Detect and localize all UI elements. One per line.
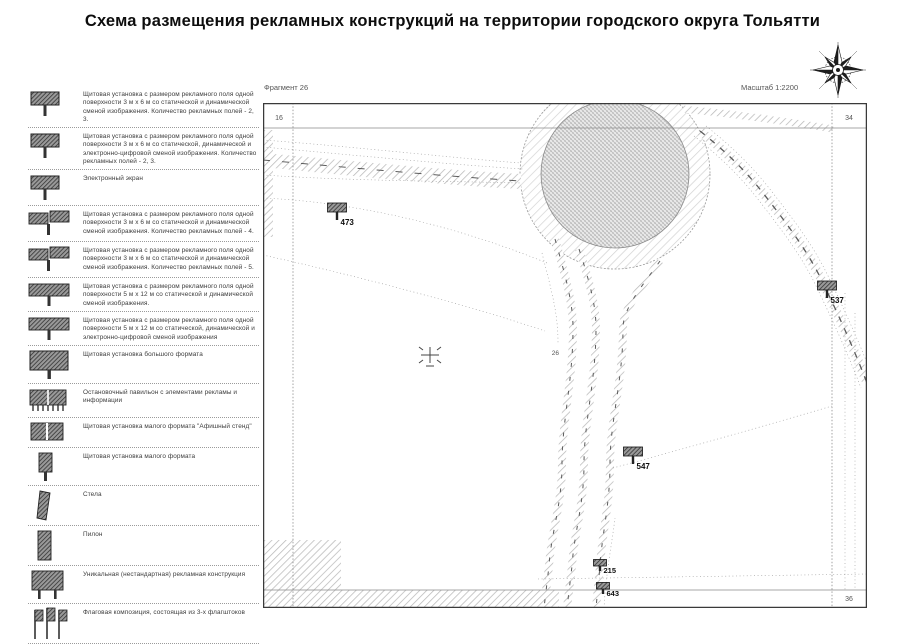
road-markings-layer [262,130,868,609]
afisha-stand-icon [28,421,76,445]
billboard-marker-icon [817,280,837,291]
marker-label: 537 [831,296,845,305]
grid-label-bottom-right: 36 [845,596,853,603]
billboard-wide-icon [28,281,76,309]
legend-item-label: Щитовая установка с размером рекламного … [83,316,255,341]
legend-item: Пилон [28,526,259,566]
legend-item-label: Остановочный павильон с элементами рекла… [83,388,238,405]
legend-item-label: Щитовая установка малого формата "Афишны… [83,422,252,430]
billboard-icon [28,89,76,119]
stela-icon [28,489,76,523]
legend-item-label: Пилон [83,530,103,538]
road-number-label: 26 [552,350,560,357]
legend-item: Уникальная (нестандартная) рекламная кон… [28,566,259,604]
legend-item: Стела [28,486,259,526]
legend-item-label: Щитовая установка большого формата [83,350,203,358]
map-marker-547[interactable]: 547 [623,446,651,471]
compass-rose-icon [810,42,866,98]
marker-stem [598,566,602,571]
page-title: Схема размещения рекламных конструкций н… [84,12,821,30]
marker-label: 215 [604,566,617,575]
small-billboard-icon [28,451,76,483]
billboard-wide-icon [28,315,76,343]
legend: Щитовая установка с размером рекламного … [28,86,259,644]
legend-item-label: Щитовая установка с размером рекламного … [83,246,254,271]
legend-item: Щитовая установка малого формата [28,448,259,486]
legend-item: Щитовая установка малого формата "Афишны… [28,418,259,448]
legend-item: Электронный экран [28,170,259,206]
legend-item: Щитовая установка с размером рекламного … [28,206,259,242]
legend-item: Щитовая установка с размером рекламного … [28,128,259,170]
legend-item: Остановочный павильон с элементами рекла… [28,384,259,418]
legend-item-label: Щитовая установка с размером рекламного … [83,132,257,166]
grid-label-top-right: 34 [845,115,853,122]
landmark-cross-icon [418,346,442,367]
marker-stem [335,212,339,220]
legend-item-label: Щитовая установка с размером рекламного … [83,91,254,124]
map-marker-643[interactable]: 643 [596,582,620,599]
billboard-marker-icon [623,446,643,457]
pavilion-icon [28,387,76,415]
pylon-icon [28,529,76,563]
marker-label: 643 [607,589,620,598]
legend-item: Щитовая установка большого формата [28,346,259,384]
roundabout [519,78,711,270]
unique-construction-icon [28,569,76,601]
marker-stem [601,589,605,594]
billboard-icon [28,173,76,203]
markers-layer: 473 537 547 215 643 [327,202,845,599]
billboard-double-icon [28,245,76,275]
legend-item-label: Щитовая установка с размером рекламного … [83,210,254,235]
legend-item-label: Флаговая композиция, состоящая из 3-х фл… [83,608,246,616]
fragment-label: Фрагмент 26 [264,83,309,92]
marker-stem [631,456,635,464]
billboard-large-icon [28,349,76,381]
legend-item-label: Электронный экран [83,174,143,182]
billboard-icon [28,131,76,161]
map-marker-473[interactable]: 473 [327,202,355,227]
legend-item-label: Щитовая установка малого формата [83,452,196,460]
legend-item: Щитовая установка с размером рекламного … [28,86,259,128]
grid-label-top-left: 16 [275,115,283,122]
billboard-marker-icon [327,202,347,213]
legend-item: Щитовая установка с размером рекламного … [28,278,259,312]
legend-item-label: Уникальная (нестандартная) рекламная кон… [83,570,246,578]
legend-item: Щитовая установка с размером рекламного … [28,242,259,278]
scale-label: Масштаб 1:2200 [741,83,799,92]
marker-stem [825,290,829,298]
map-frame-lines [262,102,868,609]
hatch-patches [264,130,559,607]
map-marker-537[interactable]: 537 [817,280,845,305]
road-edges-layer [262,125,874,609]
legend-item: Флаговая композиция, состоящая из 3-х фл… [28,604,259,644]
legend-item: Щитовая установка с размером рекламного … [28,312,259,346]
legend-item-label: Щитовая установка с размером рекламного … [83,282,254,307]
map-marker-215[interactable]: 215 [593,559,617,576]
map-area: 16 34 36 26 473 537 547 215 643 [262,78,874,609]
billboard-double-icon [28,209,76,239]
marker-label: 547 [637,462,651,471]
legend-item-label: Стела [83,490,102,498]
map-canvas: 16 34 36 26 473 537 547 215 643 [262,78,874,609]
marker-label: 473 [341,218,355,227]
flag-composition-icon [28,607,76,641]
